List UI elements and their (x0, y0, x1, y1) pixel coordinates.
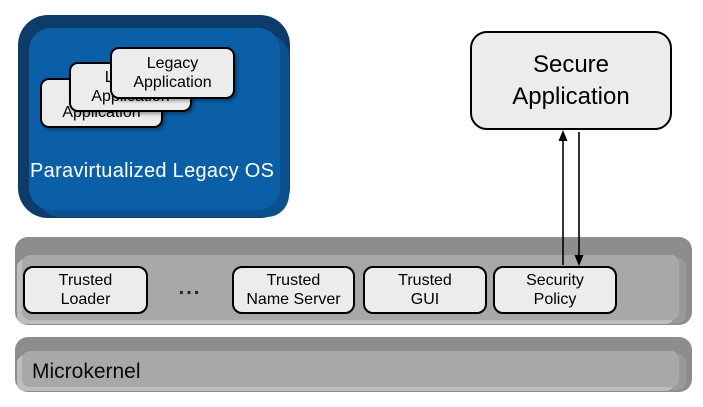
trusted-loader-box: Trusted Loader (23, 266, 148, 314)
microkernel-bar-face (22, 351, 679, 387)
trusted-name-server-box: Trusted Name Server (232, 266, 355, 314)
microkernel-label: Microkernel (32, 360, 141, 383)
secure-application-box: Secure Application (470, 31, 672, 130)
microkernel-bar: Microkernel (15, 337, 692, 392)
arrow-up (558, 130, 568, 265)
paravirtualized-legacy-os-box: Legacy Application Legacy Application Le… (18, 15, 290, 218)
trusted-gui-box: Trusted GUI (363, 266, 487, 314)
security-policy-box: Security Policy (493, 266, 617, 314)
ellipsis-more-components: ... (178, 277, 202, 299)
trusted-components-bar: Trusted Loader ... Trusted Name Server T… (15, 237, 692, 325)
arrow-down (574, 132, 584, 266)
legacy-os-label: Paravirtualized Legacy OS (30, 160, 275, 182)
bidirectional-arrows (558, 130, 584, 266)
legacy-application-box-front: Legacy Application (110, 47, 235, 99)
